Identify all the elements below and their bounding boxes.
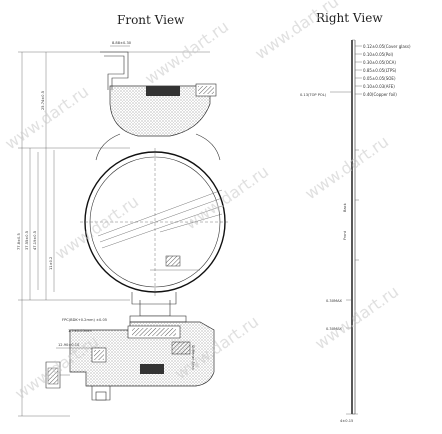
watermark-3: www.dart.ru bbox=[251, 0, 342, 63]
layer-1: 0.10±0.05(Pol) bbox=[363, 52, 394, 57]
side-label-front: Front bbox=[343, 230, 347, 240]
stiffener-label: Stiffener Area bbox=[191, 345, 195, 370]
watermark-5: www.dart.ru bbox=[181, 162, 272, 233]
right-view: 0.12±0.05(Cover glass) 0.10±0.05(Pol) 0.… bbox=[300, 39, 411, 423]
top-housing bbox=[109, 85, 211, 137]
dim-vertical-1: 37.55±0.5 bbox=[25, 231, 29, 250]
note-width: 12.90±0.10 bbox=[58, 343, 80, 347]
right-view-title: Right View bbox=[316, 11, 383, 25]
watermark-1: www.dart.ru bbox=[1, 82, 92, 153]
top-pol-label: 0.13(TOP POL) bbox=[300, 93, 327, 97]
watermark-4: www.dart.ru bbox=[51, 192, 142, 263]
front-view: 77.8±0.5 37.55±0.5 47.19±0.5 25.74±0.5 1… bbox=[17, 41, 230, 417]
watermark-2: www.dart.ru bbox=[141, 17, 232, 88]
layer-4: 0.05±0.05(SOE) bbox=[363, 76, 396, 81]
bottom-dim-0: 0.30MAX bbox=[326, 299, 343, 303]
layer-2: 0.30±0.05(OCA) bbox=[363, 60, 396, 65]
total-thickness: 4±0.15 bbox=[340, 419, 353, 423]
bottom-dim-1: 0.30MAX bbox=[326, 327, 343, 331]
watermark-9: www.dart.ru bbox=[311, 282, 402, 353]
layer-6: 0.40(Copper foil) bbox=[363, 92, 397, 97]
layer-3: 0.85±0.05(LTPS) bbox=[363, 68, 397, 73]
dim-vertical-3: 25.74±0.5 bbox=[41, 91, 45, 110]
watermark-6: www.dart.ru bbox=[301, 132, 392, 203]
note-fpc: FPC(BDK+0.2mm) ±0.05 bbox=[62, 318, 107, 322]
dim-top: 8.88±0.30 bbox=[112, 41, 132, 45]
dim-vertical-2: 47.19±0.5 bbox=[33, 231, 37, 250]
side-label-back: Back bbox=[343, 202, 347, 212]
dim-vertical-0: 77.8±0.5 bbox=[17, 233, 21, 250]
dim-vertical-4: 11±0.2 bbox=[49, 257, 53, 270]
front-view-title: Front View bbox=[117, 13, 185, 27]
center-chip-icon bbox=[165, 255, 181, 267]
layer-0: 0.12±0.05(Cover glass) bbox=[363, 44, 411, 49]
layer-5: 0.10±0.03(AFE) bbox=[363, 84, 395, 89]
